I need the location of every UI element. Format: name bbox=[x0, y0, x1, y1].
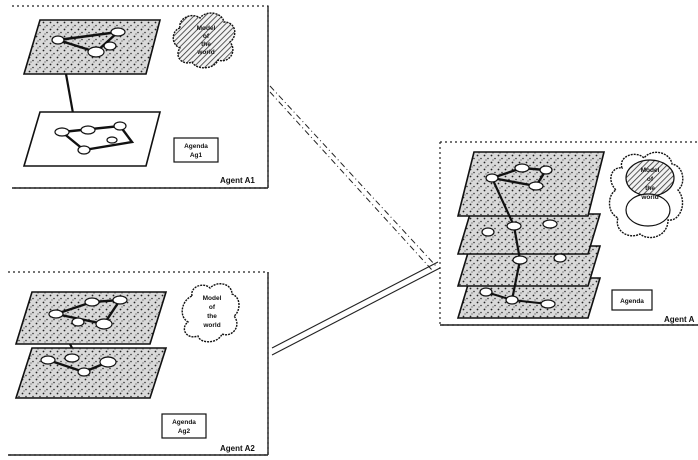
a1-model-line-4: world bbox=[196, 49, 214, 56]
a2-upper-graph bbox=[48, 295, 128, 330]
a2-model-line-3: the bbox=[207, 313, 217, 320]
a2-agenda-id: Ag2 bbox=[178, 428, 191, 435]
agent-a1-panel: Model of the world Agenda Ag1 Agent A1 bbox=[12, 5, 269, 189]
a-plane-2 bbox=[456, 213, 602, 255]
a2-upper-plane bbox=[14, 291, 168, 345]
a2-model-line-4: world bbox=[202, 322, 220, 329]
a1-agenda-id: Ag1 bbox=[190, 152, 203, 159]
a2-model-line-1: Model bbox=[203, 295, 222, 302]
a-model-line-2: of bbox=[647, 176, 654, 183]
a2-agenda-box: Agenda Ag2 bbox=[161, 413, 207, 439]
agent-a1-label: Agent A1 bbox=[220, 176, 255, 185]
a-agenda-title: Agenda bbox=[620, 298, 644, 305]
a1-model-line-2: of bbox=[203, 33, 210, 40]
a-model-line-3: the bbox=[645, 185, 655, 192]
a-model-line-1: Model bbox=[641, 167, 660, 174]
a1-agenda-box: Agenda Ag1 bbox=[173, 137, 219, 163]
agent-a-panel: Model of the world Agenda Agent A bbox=[439, 141, 698, 326]
a2-lower-plane bbox=[14, 347, 168, 399]
a1-lower-graph bbox=[54, 121, 135, 155]
a1-world-model-cloud: Model of the world bbox=[172, 12, 236, 69]
a1-lower-plane bbox=[22, 111, 162, 167]
a-model-line-4: world bbox=[640, 194, 658, 201]
a2-world-model-cloud: Model of the world bbox=[181, 283, 240, 343]
a1-upper-plane bbox=[22, 19, 162, 75]
a1-model-line-1: Model bbox=[197, 25, 216, 32]
agent-a-label: Agent A bbox=[664, 315, 695, 324]
a2-model-line-2: of bbox=[209, 304, 216, 311]
a-agenda-box: Agenda bbox=[611, 289, 653, 311]
merge-connector-a2 bbox=[271, 261, 441, 356]
a1-model-line-3: the bbox=[201, 41, 211, 48]
agent-a2-label: Agent A2 bbox=[220, 444, 255, 453]
a-merged-graph bbox=[479, 163, 567, 309]
a1-upper-graph bbox=[51, 27, 126, 58]
a-world-model-cloud: Model of the world bbox=[608, 151, 684, 239]
merge-connector-a1 bbox=[269, 85, 437, 271]
a1-agenda-title: Agenda bbox=[184, 143, 208, 150]
a2-agenda-title: Agenda bbox=[172, 419, 196, 426]
a2-lower-graph bbox=[40, 353, 117, 377]
agent-a2-panel: Model of the world Agenda Ag2 Agent A2 bbox=[8, 271, 269, 456]
